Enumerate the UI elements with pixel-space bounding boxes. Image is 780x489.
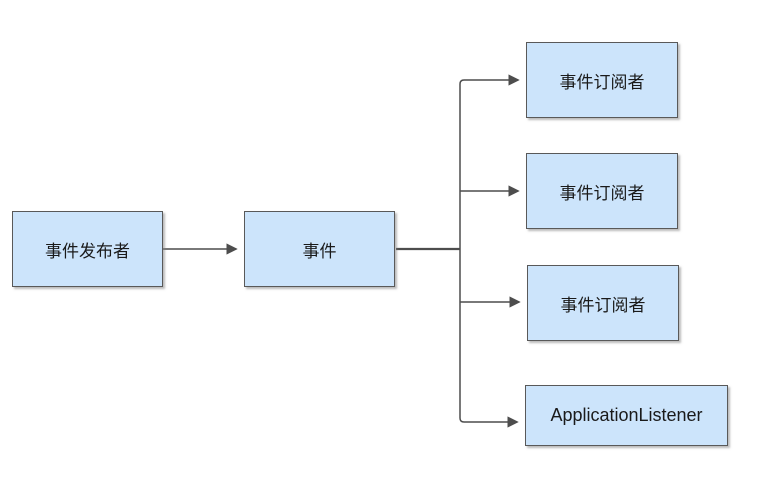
node-event-publisher: 事件发布者 xyxy=(12,211,163,287)
node-application-listener: ApplicationListener xyxy=(525,385,728,446)
node-event: 事件 xyxy=(244,211,395,287)
node-event-subscriber-2: 事件订阅者 xyxy=(526,153,678,229)
edge-trunk xyxy=(459,79,465,423)
node-event-subscriber-1: 事件订阅者 xyxy=(526,42,678,118)
node-event-publisher-label: 事件发布者 xyxy=(45,241,130,261)
node-event-subscriber-1-label: 事件订阅者 xyxy=(559,72,645,92)
node-event-subscriber-3: 事件订阅者 xyxy=(527,265,679,341)
node-event-subscriber-3-label: 事件订阅者 xyxy=(560,295,646,315)
node-event-label: 事件 xyxy=(302,241,337,261)
node-application-listener-label: ApplicationListener xyxy=(550,405,703,425)
node-event-subscriber-2-label: 事件订阅者 xyxy=(559,183,645,203)
